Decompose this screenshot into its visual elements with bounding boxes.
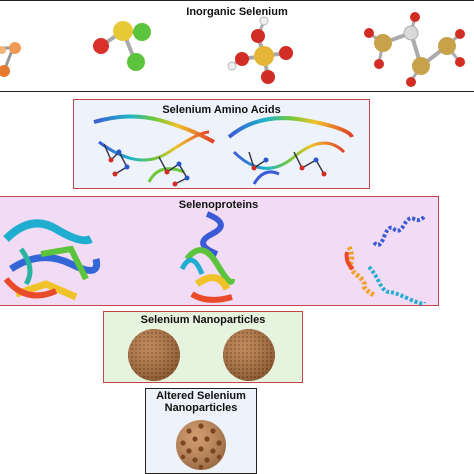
altered-selenium-nanoparticles-title: Altered Selenium Nanoparticles (156, 390, 246, 414)
nanoparticle-1 (128, 329, 180, 381)
molecule-orange-cluster (0, 42, 21, 77)
molecule-red-yellow-green (93, 21, 151, 71)
selenium-amino-acids-panel: Selenium Amino Acids (73, 99, 370, 189)
altered-nanoparticle (176, 420, 226, 470)
molecule-diselenide (364, 12, 465, 87)
selenoproteins-panel: Selenoproteins (0, 196, 439, 306)
molecule-selenite (227, 16, 293, 84)
selenium-amino-acids-title: Selenium Amino Acids (162, 104, 281, 116)
inorganic-selenium-title: Inorganic Selenium (186, 6, 288, 18)
selenoproteins-title: Selenoproteins (178, 199, 259, 211)
altered-selenium-nanoparticles-panel: Altered Selenium Nanoparticles (145, 388, 257, 474)
amino-acid-helix-left (93, 114, 215, 187)
inorganic-selenium-panel: Inorganic Selenium (0, 0, 474, 92)
amino-acid-helix-right (227, 116, 354, 185)
selenoprotein-structure-middle (179, 211, 235, 303)
nanoparticle-2 (223, 329, 275, 381)
selenoprotein-structure-right (344, 215, 426, 306)
selenium-nanoparticles-panel: Selenium Nanoparticles (103, 311, 303, 383)
selenoprotein-structure-left (3, 219, 101, 301)
selenium-nanoparticles-title: Selenium Nanoparticles (140, 314, 266, 326)
